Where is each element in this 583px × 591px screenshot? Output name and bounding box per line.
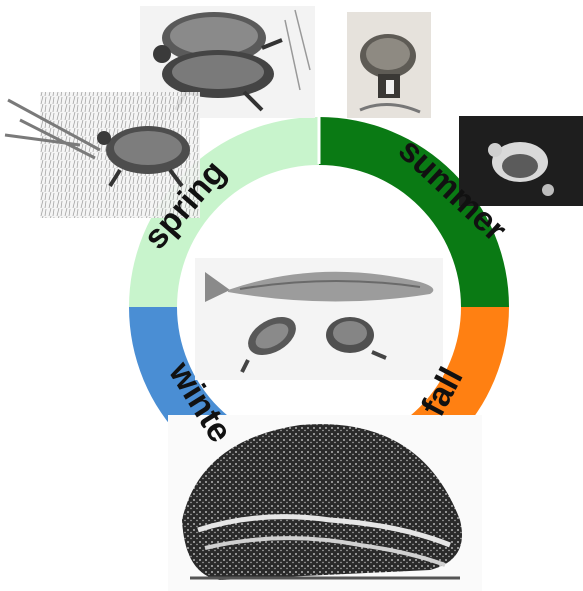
hatchling-illustration <box>347 12 431 118</box>
fish-and-turtles-illustration <box>195 258 443 380</box>
